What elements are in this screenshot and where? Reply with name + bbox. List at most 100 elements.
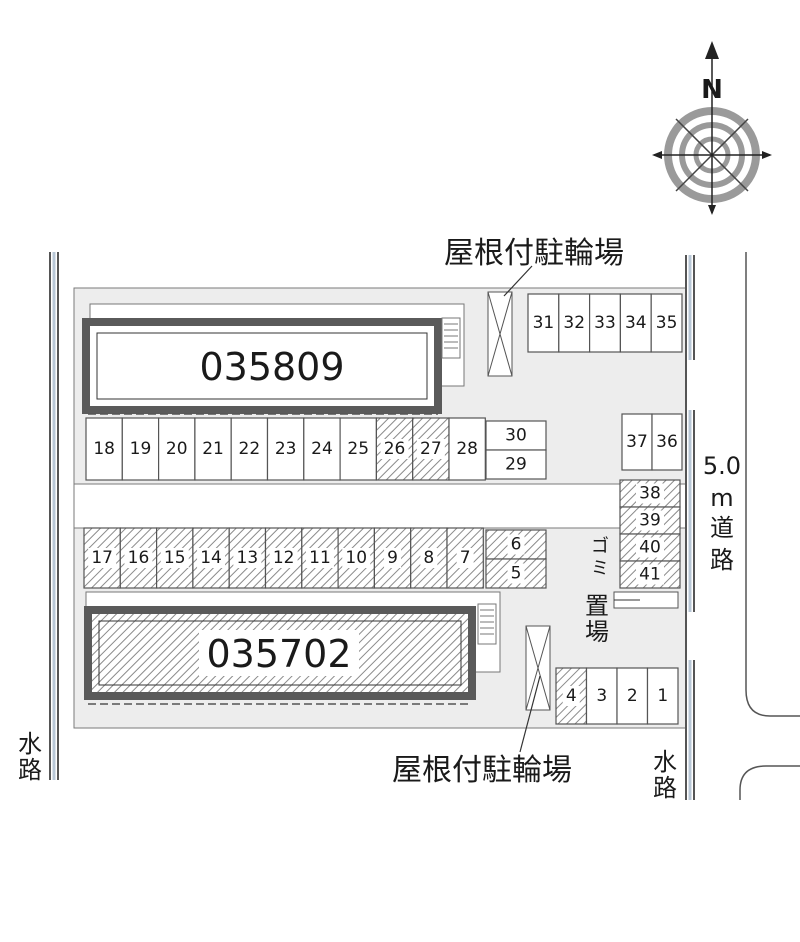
waterway-left <box>49 252 59 780</box>
parking-slot <box>303 417 341 481</box>
garbage-label-2: ミ <box>591 558 609 579</box>
slot-label-background <box>384 548 402 568</box>
slot-label-background <box>124 548 153 568</box>
parking-slot-number: 34 <box>625 313 647 333</box>
slot-label-background <box>636 537 664 558</box>
parking-slot-number: 21 <box>202 439 224 459</box>
parking-slot <box>339 417 378 481</box>
parking-slot-number: 26 <box>384 439 406 459</box>
waterway-right-label-2: 路 <box>653 774 677 802</box>
road-unit-label: m <box>710 484 733 512</box>
parking-slot <box>194 417 232 481</box>
parking-slot-number: 9 <box>387 548 398 568</box>
parking-slot-number: 4 <box>566 686 577 706</box>
building-id: 035702 <box>206 632 351 676</box>
garbage-label-4: 場 <box>585 618 609 646</box>
parking-slot-number: 20 <box>166 439 188 459</box>
slot-label-background <box>342 548 371 568</box>
parking-slot-number: 18 <box>93 439 115 459</box>
parking-slot <box>485 420 547 451</box>
parking-slot <box>621 413 653 471</box>
parking-slot <box>448 417 486 481</box>
slot-label-background <box>636 483 664 504</box>
parking-slot-number: 6 <box>511 535 522 555</box>
parking-slot-number: 30 <box>505 426 527 446</box>
stairs-icon <box>441 317 461 359</box>
stairs-icon <box>477 603 497 645</box>
parking-slot-number: 13 <box>237 548 259 568</box>
slot-label-background <box>636 510 664 531</box>
parking-slot <box>158 417 196 481</box>
slot-label-background <box>456 548 474 568</box>
parking-slot-number: 11 <box>309 548 331 568</box>
road <box>739 252 800 800</box>
parking-slot <box>646 667 679 725</box>
compass-icon <box>652 41 772 215</box>
parking-slot <box>585 667 618 725</box>
waterway-right-label-1: 水 <box>653 748 677 776</box>
parking-slot-number: 5 <box>511 564 522 584</box>
building-035809: 035809 <box>82 303 465 415</box>
parking-slot-number: 22 <box>239 439 261 459</box>
parking-slot-number: 7 <box>460 548 471 568</box>
parking-slot <box>651 413 683 471</box>
road-label-2: 路 <box>710 546 734 574</box>
building-035702: 035702 <box>84 591 501 705</box>
parking-slot <box>121 417 160 481</box>
slot-label-background <box>197 548 226 568</box>
leader-line <box>503 265 533 297</box>
bike-parking-top-label: 屋根付駐輪場 <box>444 236 624 271</box>
parking-slot-number: 40 <box>639 538 661 558</box>
parking-slot-number: 32 <box>563 313 585 333</box>
garbage-label-1: ゴ <box>591 536 609 557</box>
compass-north-label: N <box>701 75 723 105</box>
parking-slot-number: 15 <box>164 548 186 568</box>
parking-slot-number: 16 <box>128 548 150 568</box>
parking-slot-number: 1 <box>657 686 668 706</box>
bike-parking-bottom-label: 屋根付駐輪場 <box>392 753 572 788</box>
bike-parking-bottom-box <box>525 625 551 711</box>
slot-label-background <box>160 548 189 568</box>
leader-line <box>519 675 541 753</box>
parking-slot-number: 17 <box>91 548 113 568</box>
building-id: 035809 <box>199 345 344 389</box>
slot-label-background <box>305 548 334 568</box>
parking-slot-number: 10 <box>345 548 367 568</box>
driveway <box>73 483 687 529</box>
parking-slot-number: 2 <box>627 686 638 706</box>
parking-slot <box>85 417 123 481</box>
slot-label-background <box>636 564 664 585</box>
slot-label-background <box>562 686 580 706</box>
parking-slot-number: 29 <box>505 455 527 475</box>
bike-parking-top-box <box>487 291 513 377</box>
slot-label-background <box>507 534 525 555</box>
garbage-label-3: 置 <box>585 592 609 620</box>
slot-label-background <box>88 548 117 568</box>
slot-label-background <box>233 548 262 568</box>
parking-slot <box>650 293 683 353</box>
slot-label-background <box>420 548 438 568</box>
parking-slot-number: 41 <box>639 565 661 585</box>
parking-slot-number: 33 <box>594 313 616 333</box>
parking-slot <box>616 667 649 725</box>
slot-label-background <box>380 439 409 459</box>
slot-label-background <box>269 548 298 568</box>
parking-slot-number: 28 <box>456 439 478 459</box>
parking-slot-number: 14 <box>200 548 222 568</box>
waterway-left-label-1: 水 <box>18 730 42 758</box>
parking-slot-number: 37 <box>626 432 648 452</box>
parking-slot-number: 31 <box>533 313 555 333</box>
parking-slot-number: 27 <box>420 439 442 459</box>
parking-slot-number: 3 <box>596 686 607 706</box>
slot-label-background <box>416 439 445 459</box>
waterway-left-label-2: 路 <box>18 756 42 784</box>
parking-slot-number: 23 <box>275 439 297 459</box>
parking-slot-number: 19 <box>130 439 152 459</box>
parking-slot-number: 25 <box>347 439 369 459</box>
parking-slot <box>485 449 547 480</box>
parking-slot-number: 24 <box>311 439 333 459</box>
parking-slot-number: 12 <box>273 548 295 568</box>
parking-slot-number: 8 <box>423 548 434 568</box>
